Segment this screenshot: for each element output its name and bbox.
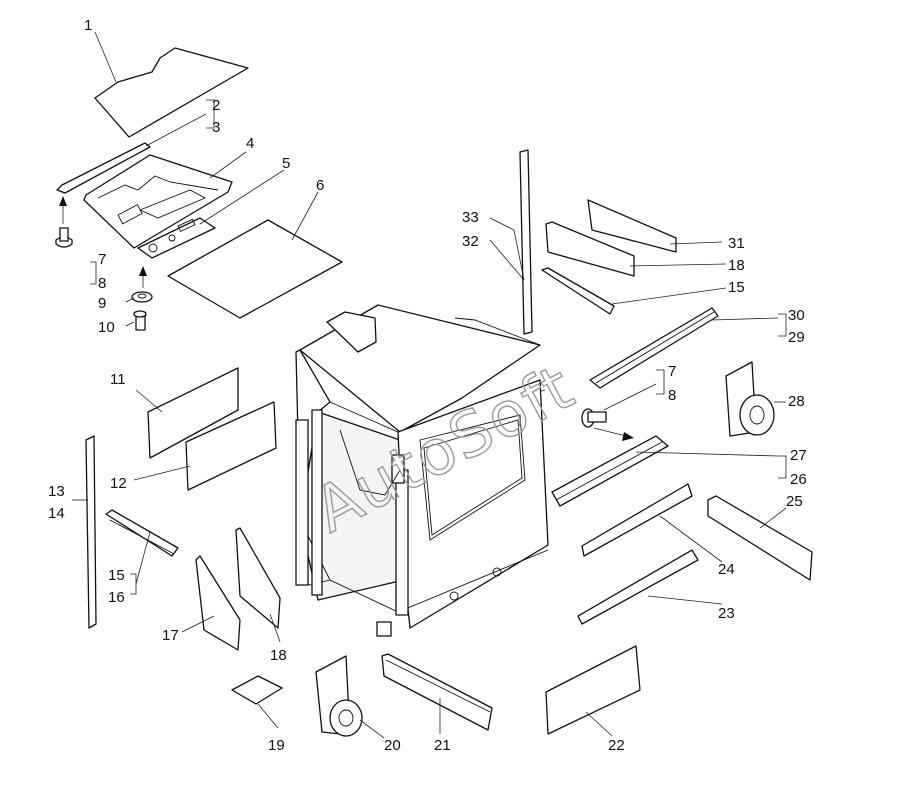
part-11-panel (147, 367, 239, 459)
callout-6: 6 (316, 177, 324, 194)
part-18-panel-left (235, 527, 281, 629)
callout-3: 3 (212, 119, 220, 136)
part-13-14-strip (85, 435, 97, 629)
callout-1: 1 (84, 17, 92, 34)
callout-15-left: 15 (108, 567, 125, 584)
part-21-plate (381, 653, 493, 731)
callout-15-right: 15 (728, 279, 745, 296)
part-5-instrument-panel (137, 217, 216, 259)
part-24-strip (581, 483, 693, 557)
callout-29: 29 (788, 329, 805, 346)
cab-body (295, 304, 549, 637)
callout-14: 14 (48, 505, 65, 522)
callout-26: 26 (790, 471, 807, 488)
callout-18-left: 18 (270, 647, 287, 664)
leader-lines (72, 31, 787, 739)
part-12-panel (185, 401, 277, 491)
callout-33: 33 (462, 209, 479, 226)
callout-2: 2 (212, 97, 220, 114)
part-7-8-fastener-right (581, 408, 634, 441)
part-17-panel (195, 555, 241, 651)
callout-19: 19 (268, 737, 285, 754)
callout-17: 17 (162, 627, 179, 644)
callout-8-right: 8 (668, 387, 676, 404)
callout-7-left: 7 (98, 251, 106, 268)
callout-13: 13 (48, 483, 65, 500)
part-20-heater (315, 655, 363, 737)
callout-16: 16 (108, 589, 125, 606)
part-26-27-angle (551, 435, 669, 507)
part-32-33-strip (519, 149, 533, 335)
callout-8-left: 8 (98, 275, 106, 292)
callout-18-right: 18 (728, 257, 745, 274)
part-28-heater (725, 361, 775, 437)
callout-21: 21 (434, 737, 451, 754)
callout-30: 30 (788, 307, 805, 324)
part-15-16-angle (105, 509, 179, 557)
callout-9: 9 (98, 295, 106, 312)
callout-4: 4 (246, 135, 254, 152)
callout-5: 5 (282, 155, 290, 172)
callout-7-right: 7 (668, 363, 676, 380)
part-15-angle-right (541, 267, 615, 315)
callout-32: 32 (462, 233, 479, 250)
callouts: 1 2 3 4 5 6 7 8 9 10 11 12 13 14 15 16 1… (48, 17, 807, 754)
part-6-mat (167, 219, 343, 319)
callout-28: 28 (788, 393, 805, 410)
fastener-10-bolt (133, 310, 147, 331)
callout-31: 31 (728, 235, 745, 252)
callout-24: 24 (718, 561, 735, 578)
callout-11: 11 (110, 371, 126, 388)
part-23-strip (577, 549, 699, 625)
fastener-7-8 (55, 196, 73, 248)
part-31-panel (587, 199, 677, 253)
callout-12: 12 (110, 475, 127, 492)
callout-22: 22 (608, 737, 625, 754)
part-22-panel (545, 645, 641, 735)
callout-10: 10 (98, 319, 115, 336)
callout-20: 20 (384, 737, 401, 754)
callout-27: 27 (790, 447, 807, 464)
part-19-mat (231, 675, 283, 705)
part-4-panel-tray (83, 154, 233, 249)
part-25-panel (707, 495, 813, 581)
callout-25: 25 (786, 493, 803, 510)
part-1-roof-panel (94, 47, 249, 138)
callout-23: 23 (718, 605, 735, 622)
fastener-9-washer (131, 266, 153, 303)
part-29-30-rail (589, 307, 719, 389)
